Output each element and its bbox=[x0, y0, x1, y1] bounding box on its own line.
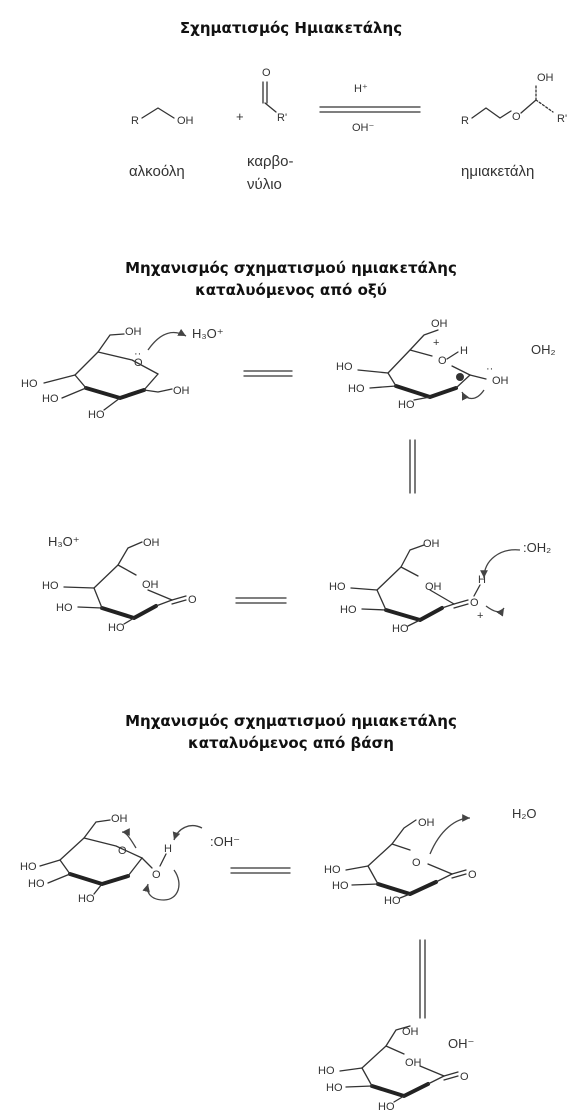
svg-text:OH: OH bbox=[173, 385, 190, 397]
svg-text:O: O bbox=[438, 355, 447, 367]
svg-text:O: O bbox=[152, 869, 161, 881]
title-hemiacetal-formation: Σχηματισμός Ημιακετάλης bbox=[179, 19, 403, 37]
hemiacetal-oh: OH bbox=[537, 72, 554, 84]
base-cyclic-glucose: OH O HO HO HO O H :OH⁻ bbox=[20, 813, 240, 905]
base-open-chain-aldehyde: OH OH HO HO HO O OH⁻ bbox=[318, 1025, 474, 1113]
svg-text:OH: OH bbox=[431, 318, 448, 330]
alcohol-structure: R OH bbox=[131, 107, 194, 127]
svg-text:O: O bbox=[118, 845, 127, 857]
svg-text:HO: HO bbox=[88, 409, 105, 421]
catalyst-reverse: OH⁻ bbox=[352, 122, 375, 134]
svg-text:HO: HO bbox=[384, 895, 401, 907]
svg-text:HO: HO bbox=[42, 393, 59, 405]
svg-text:··: ·· bbox=[134, 348, 141, 360]
svg-text:H: H bbox=[164, 843, 172, 855]
svg-text:HO: HO bbox=[392, 623, 409, 635]
svg-text:HO: HO bbox=[348, 383, 365, 395]
acid-hydronium-bottom: H₃O⁺ bbox=[48, 534, 80, 549]
carbonyl-r-prime: R' bbox=[277, 112, 287, 124]
acid-open-chain-aldehyde: H₃O⁺ OH OH HO HO HO O bbox=[42, 534, 197, 634]
svg-text:OH: OH bbox=[402, 1026, 419, 1038]
svg-text:HO: HO bbox=[324, 864, 341, 876]
label-alcohol: αλκοόλη bbox=[129, 163, 185, 180]
svg-text:H: H bbox=[478, 574, 486, 586]
alcohol-oh: OH bbox=[177, 115, 194, 127]
svg-text:OH: OH bbox=[143, 537, 160, 549]
title-base-mechanism-line1: Μηχανισμός σχηματισμού ημιακετάλης bbox=[125, 712, 457, 730]
carbonyl-bond bbox=[264, 102, 277, 113]
svg-text:HO: HO bbox=[20, 861, 37, 873]
svg-text:HO: HO bbox=[108, 622, 125, 634]
acid-protonated-glucose: OH O + H HO HO HO OH ·· OH₂ bbox=[336, 318, 556, 411]
svg-text:HO: HO bbox=[42, 580, 59, 592]
svg-text:OH: OH bbox=[418, 817, 435, 829]
svg-text:HO: HO bbox=[28, 878, 45, 890]
catalyst-forward: H⁺ bbox=[354, 83, 368, 95]
svg-text:O: O bbox=[188, 594, 197, 606]
hemiacetal-bonds-left bbox=[471, 107, 512, 119]
plus-sign: + bbox=[236, 109, 244, 124]
svg-text:··: ·· bbox=[486, 363, 493, 375]
acid-hydronium-top: H₃O⁺ bbox=[192, 326, 224, 341]
svg-text:OH: OH bbox=[423, 538, 440, 550]
hemiacetal-r-prime: R' bbox=[557, 113, 567, 125]
title-acid-mechanism-line2: καταλυόμενος από οξύ bbox=[195, 281, 387, 299]
acid-cyclic-glucose: OH O ·· HO HO HO OH H₃O⁺ bbox=[21, 326, 224, 421]
svg-text:HO: HO bbox=[326, 1082, 343, 1094]
svg-text:HO: HO bbox=[21, 378, 38, 390]
svg-text:OH: OH bbox=[125, 326, 142, 338]
label-carbonyl-1: καρβο- bbox=[247, 153, 294, 170]
alcohol-r: R bbox=[131, 115, 139, 127]
svg-text:+: + bbox=[477, 610, 483, 622]
svg-text:H: H bbox=[460, 345, 468, 357]
alcohol-bonds bbox=[141, 107, 175, 119]
acid-water-top: OH₂ bbox=[531, 342, 556, 357]
svg-text:O: O bbox=[460, 1071, 469, 1083]
base-hydroxide: :OH⁻ bbox=[210, 834, 240, 849]
svg-text:O: O bbox=[470, 597, 479, 609]
svg-text:HO: HO bbox=[378, 1101, 395, 1113]
svg-text:O: O bbox=[412, 857, 421, 869]
equilibrium-arrow: H⁺ OH⁻ bbox=[319, 83, 421, 134]
carbonyl-o: O bbox=[262, 67, 271, 79]
base-alkoxide-open-chain: OH O HO HO HO O H₂O bbox=[324, 806, 537, 907]
svg-text:HO: HO bbox=[340, 604, 357, 616]
hemiacetal-o: O bbox=[512, 111, 521, 123]
svg-text:OH: OH bbox=[405, 1057, 422, 1069]
svg-text:HO: HO bbox=[332, 880, 349, 892]
svg-text:HO: HO bbox=[398, 399, 415, 411]
base-hydroxide-final: OH⁻ bbox=[448, 1036, 474, 1051]
base-water: H₂O bbox=[512, 806, 537, 821]
acid-protonated-aldehyde: OH OH HO HO HO O + H :OH₂ bbox=[329, 538, 551, 635]
label-hemiacetal: ημιακετάλη bbox=[461, 163, 534, 180]
title-base-mechanism-line2: καταλυόμενος από βάση bbox=[188, 734, 394, 752]
hemiacetal-structure: R O OH R' bbox=[461, 72, 567, 127]
svg-text:OH: OH bbox=[111, 813, 128, 825]
svg-text:HO: HO bbox=[56, 602, 73, 614]
svg-text:+: + bbox=[433, 337, 439, 349]
svg-text:HO: HO bbox=[329, 581, 346, 593]
general-reaction: R OH + O R' H⁺ OH⁻ R bbox=[129, 67, 567, 193]
svg-text:OH: OH bbox=[425, 581, 442, 593]
acid-water-attacking: :OH₂ bbox=[523, 540, 551, 555]
label-carbonyl-2: νύλιο bbox=[247, 176, 282, 193]
svg-text:O: O bbox=[134, 357, 143, 369]
svg-text:HO: HO bbox=[318, 1065, 335, 1077]
svg-text:OH: OH bbox=[142, 579, 159, 591]
svg-text:O: O bbox=[468, 869, 477, 881]
hemiacetal-bond-mid bbox=[520, 99, 537, 114]
svg-text:HO: HO bbox=[336, 361, 353, 373]
hemiacetal-r: R bbox=[461, 115, 469, 127]
carbonyl-structure: O R' bbox=[262, 67, 287, 124]
title-acid-mechanism-line1: Μηχανισμός σχηματισμού ημιακετάλης bbox=[125, 259, 457, 277]
hemiacetal-bond-r bbox=[535, 99, 554, 113]
svg-text:HO: HO bbox=[78, 893, 95, 905]
svg-text:OH: OH bbox=[492, 375, 509, 387]
